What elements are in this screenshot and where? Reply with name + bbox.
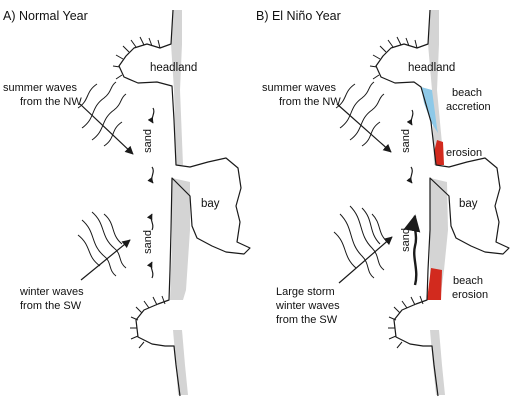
panel-title: B) El Niño Year xyxy=(256,9,341,23)
wave-crest xyxy=(81,219,117,277)
beach-strip xyxy=(171,10,183,165)
beach-erosion-area xyxy=(427,268,442,300)
wave-crest xyxy=(339,213,375,279)
wave-crest xyxy=(77,83,98,109)
bay-label: bay xyxy=(459,198,478,210)
large-sand-transport-arrow xyxy=(403,214,421,286)
beach-erosion-label: erosion xyxy=(452,289,488,301)
wave-crest xyxy=(349,205,385,271)
beach-accretion-area xyxy=(421,87,438,133)
winter-waves-label: winter waves xyxy=(19,286,84,298)
beach-erosion-label: beach xyxy=(453,275,483,287)
sand-transport-arrow xyxy=(146,213,154,231)
wave-crest xyxy=(349,93,385,141)
sand-label: sand xyxy=(142,129,154,153)
winter-waves-label: winter waves xyxy=(275,300,340,312)
coastline xyxy=(375,9,510,397)
wave-crest xyxy=(103,121,123,147)
panel-el-nino-year: B) El Niño Year headland beach accretion… xyxy=(256,9,510,397)
summer-waves-label: summer waves xyxy=(262,82,336,94)
wave-crest xyxy=(91,93,127,141)
coastline xyxy=(118,9,251,397)
beach-accretion-label: beach xyxy=(452,87,482,99)
headland-label: headland xyxy=(150,62,197,74)
wave-crest xyxy=(333,231,357,269)
bay-label: bay xyxy=(201,198,220,210)
headland-hatching xyxy=(112,36,161,80)
wave-crest xyxy=(91,211,127,269)
beach-strip xyxy=(170,178,190,300)
headland-hatching xyxy=(388,295,424,349)
winter-waves-label: from the SW xyxy=(20,300,82,312)
wave-crest xyxy=(77,234,101,267)
headland-label: headland xyxy=(408,62,455,74)
wave-crest xyxy=(361,207,381,245)
summer-waves-label: summer waves xyxy=(3,82,77,94)
headland-hatching xyxy=(130,295,166,349)
erosion-area xyxy=(434,140,444,165)
summer-wave-arrow xyxy=(79,103,134,155)
headland-hatching xyxy=(369,36,418,80)
wave-crest xyxy=(339,81,375,129)
sand-transport-arrow xyxy=(146,261,154,279)
erosion-label: erosion xyxy=(446,147,482,159)
sand-transport-arrow xyxy=(147,107,155,124)
beach-accretion-label: accretion xyxy=(446,101,491,113)
winter-wave-arrow xyxy=(338,236,393,284)
summer-wave-arrow xyxy=(336,103,392,153)
winter-wave-arrow xyxy=(80,239,131,281)
winter-waves-label: Large storm xyxy=(276,286,335,298)
sand-transport-arrow xyxy=(147,166,154,184)
summer-waves-label: from the NW xyxy=(20,96,82,108)
wave-crest xyxy=(103,213,123,245)
sand-label: sand xyxy=(400,228,412,252)
winter-waves-label: from the SW xyxy=(276,314,338,326)
beach-strip xyxy=(173,330,188,395)
summer-waves-label: from the NW xyxy=(279,96,341,108)
sand-transport-arrow xyxy=(406,166,413,184)
sand-label: sand xyxy=(400,129,412,153)
wave-crest xyxy=(371,213,389,243)
panel-title: A) Normal Year xyxy=(3,9,88,23)
beach-strip xyxy=(428,10,444,165)
sand-transport-arrow xyxy=(406,109,414,126)
sand-label: sand xyxy=(142,230,154,254)
wave-crest xyxy=(81,81,117,129)
beach-strip xyxy=(430,330,445,395)
panel-normal-year: A) Normal Year headland bay sand sand su… xyxy=(3,9,251,397)
